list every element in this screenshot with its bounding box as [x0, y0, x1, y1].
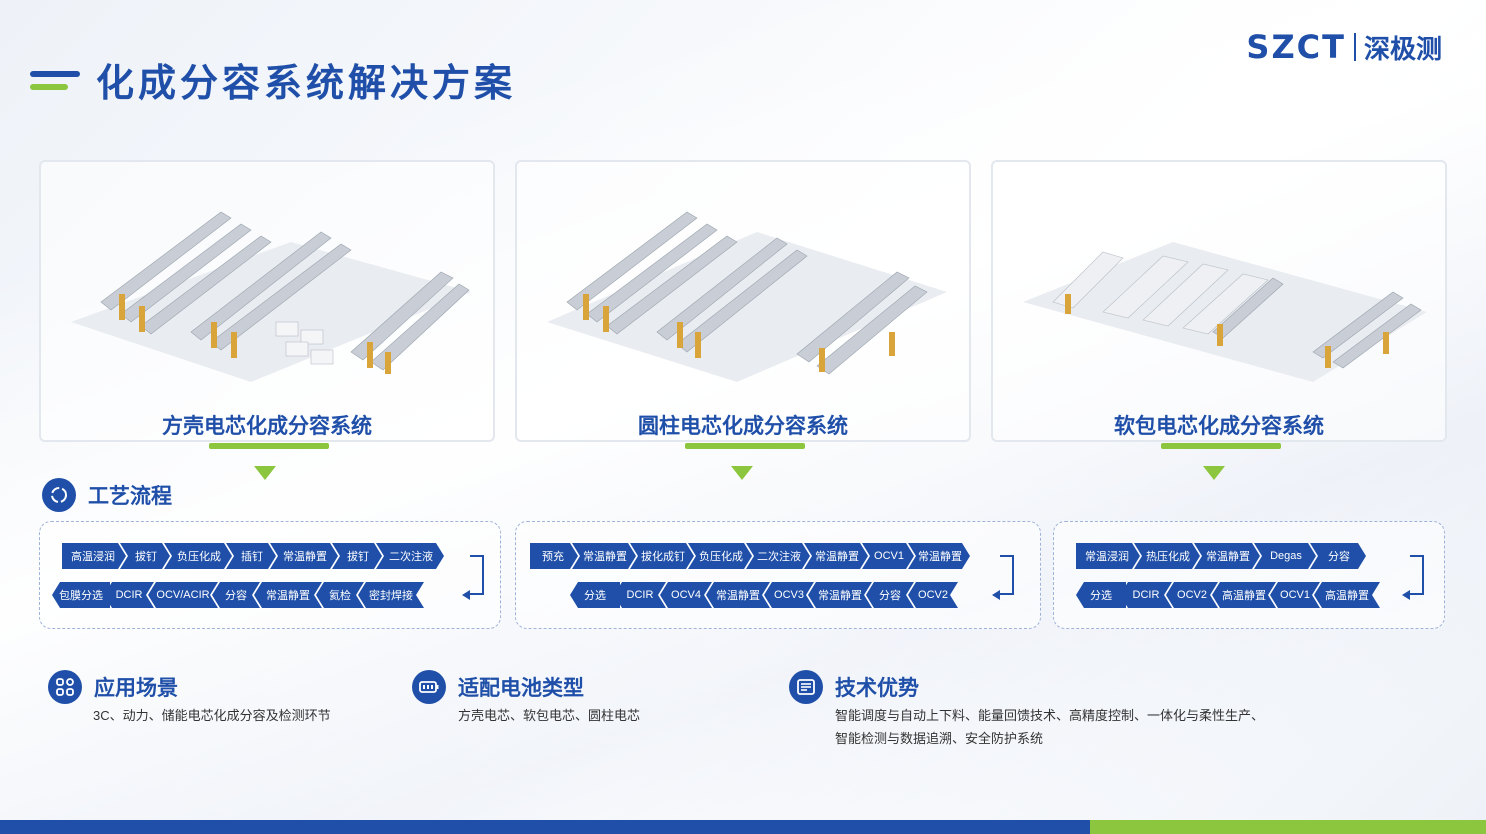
company-logo: SZCT 深极测 — [1246, 28, 1442, 66]
process-step: 高温静置 — [1212, 582, 1276, 608]
card-pouch: 软包电芯化成分容系统 — [991, 160, 1447, 449]
flow-connector — [1410, 555, 1424, 595]
process-step: OCV3 — [764, 582, 814, 608]
card-underline — [685, 443, 805, 449]
process-step: 拔化成钉 — [630, 543, 694, 569]
process-flow-cylindrical: 预充 常温静置 拔化成钉 负压化成 二次注液 常温静置 OCV1 常温静置 分选… — [515, 521, 1041, 629]
process-step: 拔钉 — [332, 543, 382, 569]
card-title: 圆柱电芯化成分容系统 — [638, 415, 848, 438]
flow-row-forward: 常温浸润 热压化成 常温静置 Degas 分容 — [1076, 543, 1360, 569]
page-header: 化成分容系统解决方案 — [30, 52, 516, 107]
cycle-icon — [42, 478, 76, 512]
document-list-icon — [789, 670, 823, 704]
process-step: 拔钉 — [120, 543, 170, 569]
process-step: 包膜分选 — [52, 582, 110, 608]
process-step: 负压化成 — [688, 543, 752, 569]
card-title: 方壳电芯化成分容系统 — [162, 415, 372, 438]
battery-icon — [412, 670, 446, 704]
grid-apps-icon — [48, 670, 82, 704]
card-underline — [1161, 443, 1281, 449]
process-title: 工艺流程 — [88, 485, 172, 508]
process-step: OCV2 — [1166, 582, 1218, 608]
tech-title: 技术优势 — [835, 677, 919, 700]
process-step: DCIR — [104, 582, 154, 608]
process-flow-pouch: 常温浸润 热压化成 常温静置 Degas 分容 分选 DCIR OCV2 高温静… — [1053, 521, 1445, 629]
process-step: 常温静置 — [1194, 543, 1260, 569]
factory-illustration — [547, 211, 947, 382]
process-step: OCV/ACIR — [148, 582, 218, 608]
process-step: DCIR — [1120, 582, 1172, 608]
flow-connector — [1000, 555, 1014, 595]
flow-arrow-icon — [992, 590, 1000, 600]
process-step: 常温静置 — [254, 582, 322, 608]
process-step: 常温静置 — [808, 582, 872, 608]
factory-illustration — [1023, 242, 1427, 382]
process-step: 常温静置 — [908, 543, 970, 569]
process-step: 二次注液 — [746, 543, 810, 569]
factory-illustration — [71, 211, 471, 382]
tech-heading: 技术优势 — [789, 670, 919, 704]
card-cylindrical: 圆柱电芯化成分容系统 — [515, 160, 971, 449]
process-step: 高温静置 — [1314, 582, 1380, 608]
scene-heading: 应用场景 — [48, 670, 178, 704]
flow-arrow-icon — [462, 590, 470, 600]
process-step: OCV1 — [1270, 582, 1320, 608]
footer-bar-green — [1090, 820, 1486, 834]
process-step: 常温静置 — [270, 543, 338, 569]
page-title: 化成分容系统解决方案 — [96, 63, 517, 105]
process-step: 常温静置 — [572, 543, 636, 569]
process-step: 常温浸润 — [1076, 543, 1140, 569]
process-step: OCV2 — [908, 582, 958, 608]
process-step: Degas — [1254, 543, 1316, 569]
tech-text: 智能调度与自动上下料、能量回馈技术、高精度控制、一体化与柔性生产、 智能检测与数… — [835, 704, 1264, 750]
process-step: 热压化成 — [1134, 543, 1200, 569]
process-step: 分容 — [1310, 543, 1366, 569]
logo-separator — [1353, 33, 1356, 61]
process-step: 预充 — [530, 543, 578, 569]
logo-chinese: 深极测 — [1363, 33, 1442, 64]
card-title: 软包电芯化成分容系统 — [1114, 415, 1324, 438]
process-step: 分选 — [1076, 582, 1126, 608]
process-step: DCIR — [614, 582, 666, 608]
battery-title: 适配电池类型 — [458, 677, 584, 700]
tech-text-line2: 智能检测与数据追溯、安全防护系统 — [835, 731, 1044, 746]
process-heading: 工艺流程 — [42, 478, 172, 512]
process-step: 二次注液 — [376, 543, 444, 569]
flow-row-forward: 高温浸润 拔钉 负压化成 插钉 常温静置 拔钉 二次注液 — [62, 543, 438, 569]
card-underline — [209, 443, 329, 449]
process-flow-prismatic: 高温浸润 拔钉 负压化成 插钉 常温静置 拔钉 二次注液 包膜分选 DCIR O… — [39, 521, 501, 629]
process-step: OCV1 — [862, 543, 914, 569]
logo-latin: SZCT — [1246, 28, 1346, 66]
flow-row-forward: 预充 常温静置 拔化成钉 负压化成 二次注液 常温静置 OCV1 常温静置 — [530, 543, 964, 569]
process-step: 常温静置 — [804, 543, 868, 569]
process-step: OCV4 — [660, 582, 712, 608]
flow-arrow-icon — [1402, 590, 1410, 600]
process-step: 负压化成 — [164, 543, 232, 569]
process-step: 氦检 — [316, 582, 364, 608]
process-step: 分容 — [212, 582, 260, 608]
down-arrow-icon — [731, 466, 753, 480]
scene-text: 3C、动力、储能电芯化成分容及检测环节 — [93, 708, 331, 723]
down-arrow-icon — [1203, 466, 1225, 480]
process-step: 高温浸润 — [62, 543, 126, 569]
footer-bar-blue — [0, 820, 1090, 834]
title-mark-icon — [30, 67, 80, 93]
battery-text: 方壳电芯、软包电芯、圆柱电芯 — [458, 708, 641, 723]
scene-title: 应用场景 — [94, 677, 178, 700]
process-step: 密封焊接 — [358, 582, 424, 608]
card-prismatic: 方壳电芯化成分容系统 — [39, 160, 495, 449]
process-step: 分容 — [866, 582, 914, 608]
process-step: 分选 — [570, 582, 620, 608]
process-step: 常温静置 — [706, 582, 770, 608]
flow-row-backward: 分选 DCIR OCV2 高温静置 OCV1 高温静置 — [1076, 582, 1374, 608]
flow-row-backward: 包膜分选 DCIR OCV/ACIR 分容 常温静置 氦检 密封焊接 — [52, 582, 418, 608]
process-step: 插钉 — [226, 543, 276, 569]
flow-row-backward: 分选 DCIR OCV4 常温静置 OCV3 常温静置 分容 OCV2 — [570, 582, 952, 608]
tech-text-line1: 智能调度与自动上下料、能量回馈技术、高精度控制、一体化与柔性生产、 — [835, 708, 1265, 723]
battery-heading: 适配电池类型 — [412, 670, 584, 704]
down-arrow-icon — [254, 466, 276, 480]
flow-connector — [470, 555, 484, 595]
